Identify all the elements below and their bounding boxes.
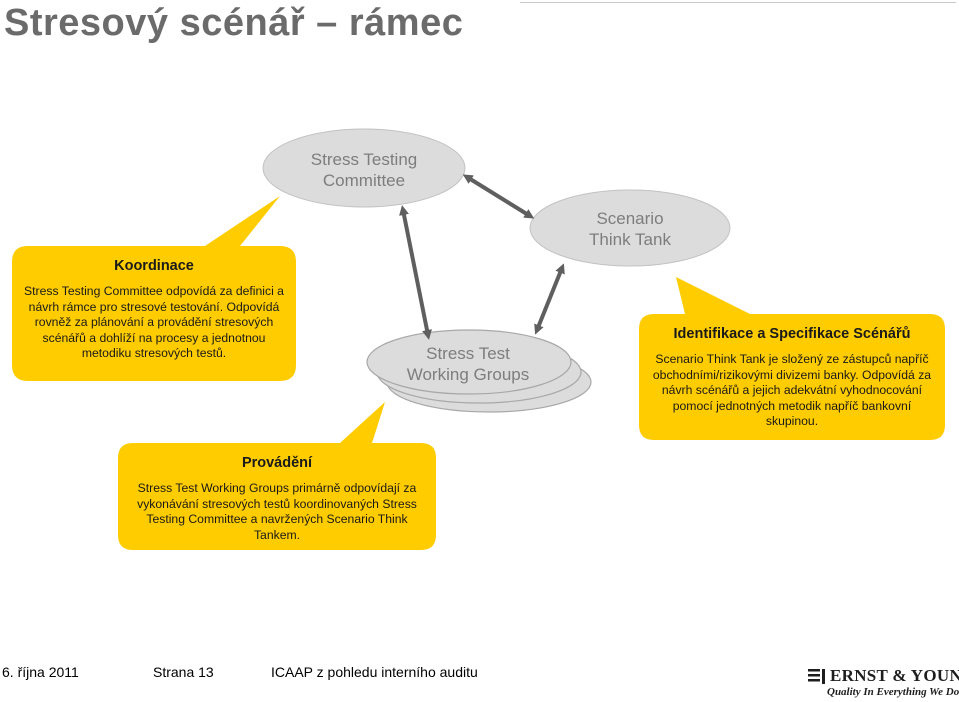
arrow-committee-workinggroups	[399, 205, 432, 340]
arrow-committee-thinktank	[462, 174, 535, 219]
top-divider	[520, 2, 956, 3]
callout-koordinace-title: Koordinace	[114, 258, 194, 274]
footer-page: Strana 13	[153, 664, 214, 680]
slide-title: Stresový scénář – rámec	[4, 2, 464, 44]
logo-name: ERNST & YOUNG	[830, 666, 959, 685]
callout-identifikace-shape	[639, 277, 945, 440]
logo-tagline: Quality In Everything We Do	[827, 686, 959, 698]
ellipse-think-tank	[529, 189, 731, 267]
arrow-thinktank-workinggroups	[534, 263, 565, 335]
callout-provadeni-title: Provádění	[241, 455, 313, 471]
callout-identifikace-body: Scenario Think Tank je složený ze zástup…	[652, 352, 932, 428]
callout-identifikace: Identifikace a Specifikace Scénářů Scena…	[652, 326, 932, 430]
callout-koordinace-shape	[12, 196, 296, 381]
ellipse-committee	[262, 128, 466, 208]
callout-provadeni-body: Stress Test Working Groups primárně odpo…	[137, 481, 417, 542]
callout-identifikace-title: Identifikace a Specifikace Scénářů	[673, 326, 911, 342]
footer-subject: ICAAP z pohledu interního auditu	[271, 664, 478, 680]
callout-provadeni-shape	[118, 402, 436, 550]
callout-provadeni: Provádění Stress Test Working Groups pri…	[134, 455, 420, 543]
ernst-young-logo: ERNST & YOUNG Quality In Everything We D…	[808, 666, 959, 702]
ey-mark-icon	[808, 669, 825, 684]
ellipse-working-groups	[366, 329, 572, 395]
callout-koordinace-body: Stress Testing Committee odpovídá za def…	[24, 284, 284, 360]
callout-koordinace: Koordinace Stress Testing Committee odpo…	[24, 258, 284, 362]
footer-date: 6. října 2011	[2, 664, 79, 680]
